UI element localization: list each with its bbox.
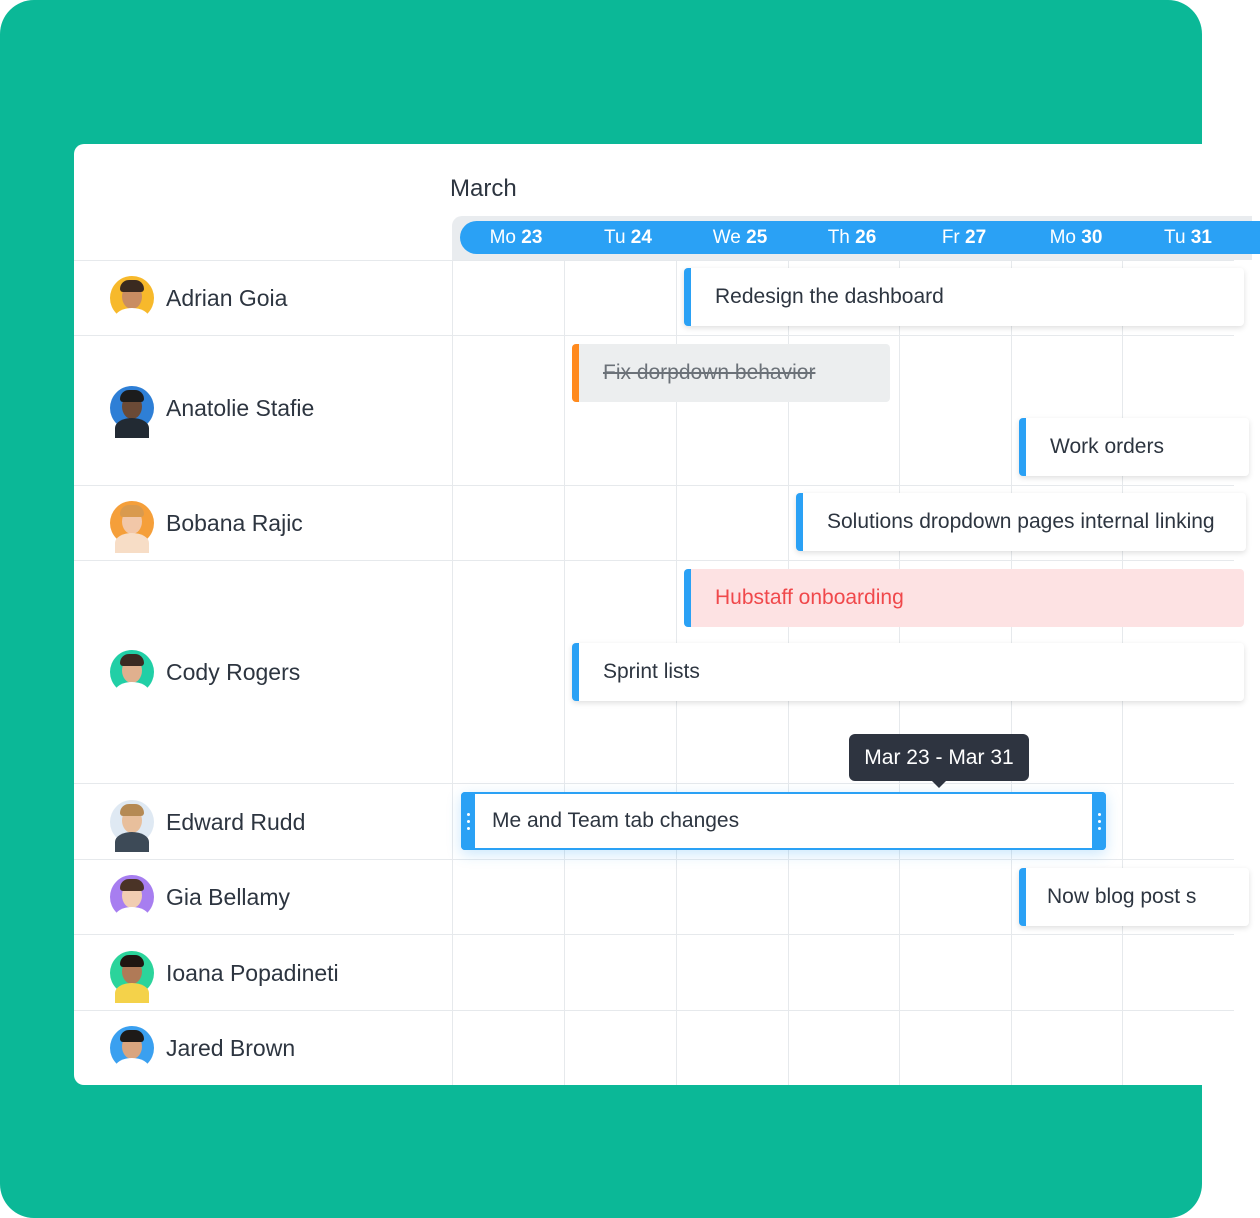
- grid-row-line: [74, 934, 1234, 935]
- task-bar[interactable]: Solutions dropdown pages internal linkin…: [796, 493, 1246, 551]
- day-header-tu-31[interactable]: Tu 31: [1132, 221, 1244, 254]
- avatar: [110, 800, 154, 852]
- avatar: [110, 650, 154, 702]
- person-name: Adrian Goia: [166, 284, 288, 311]
- day-header-mo-23[interactable]: Mo 23: [460, 221, 572, 254]
- person-row-gia-bellamy[interactable]: Gia Bellamy: [110, 874, 290, 927]
- person-name: Cody Rogers: [166, 658, 301, 685]
- grid-row-line: [74, 783, 1234, 784]
- person-row-ioana-popadineti[interactable]: Ioana Popadineti: [110, 950, 339, 1003]
- day-weekday: Tu: [604, 227, 626, 248]
- person-row-cody-rogers[interactable]: Cody Rogers: [110, 649, 301, 702]
- person-row-jared-brown[interactable]: Jared Brown: [110, 1025, 296, 1078]
- day-header-tu-24[interactable]: Tu 24: [572, 221, 684, 254]
- tooltip-arrow: [931, 780, 947, 788]
- grid-row-line: [74, 1010, 1234, 1011]
- task-label: Redesign the dashboard: [715, 285, 944, 308]
- schedule-card: March Mo 23 Tu 24 We 25 Th 26 Fr 27: [74, 144, 1260, 1085]
- day-weekday: Mo: [489, 227, 516, 248]
- day-date: 25: [746, 227, 768, 248]
- task-label: Hubstaff onboarding: [715, 586, 904, 609]
- grid-column-line: [564, 260, 565, 1085]
- task-label: Solutions dropdown pages internal linkin…: [827, 510, 1215, 533]
- day-date: 23: [521, 227, 543, 248]
- person-name: Edward Rudd: [166, 808, 306, 835]
- avatar: [110, 276, 154, 328]
- avatar: [110, 1026, 154, 1078]
- day-date: 30: [1081, 227, 1103, 248]
- day-date: 27: [965, 227, 987, 248]
- person-row-bobana-rajic[interactable]: Bobana Rajic: [110, 500, 303, 553]
- task-label: Now blog post s: [1047, 885, 1197, 908]
- task-label: Fix dorpdown behavior: [603, 361, 816, 384]
- grid-row-line: [74, 335, 1234, 336]
- person-row-anatolie-stafie[interactable]: Anatolie Stafie: [110, 385, 315, 438]
- day-weekday: Tu: [1164, 227, 1186, 248]
- task-bar[interactable]: Work orders: [1019, 418, 1249, 476]
- person-row-edward-rudd[interactable]: Edward Rudd: [110, 799, 306, 852]
- avatar: [110, 951, 154, 1003]
- person-name: Bobana Rajic: [166, 509, 303, 536]
- grid-row-line: [74, 260, 1234, 261]
- grid-column-line: [452, 260, 453, 1085]
- day-header-fr-27[interactable]: Fr 27: [908, 221, 1020, 254]
- person-name: Ioana Popadineti: [166, 959, 339, 986]
- avatar: [110, 501, 154, 553]
- task-label: Sprint lists: [603, 660, 700, 683]
- task-bar[interactable]: Now blog post s: [1019, 868, 1249, 926]
- resize-handle-left[interactable]: [461, 792, 475, 850]
- day-date: 31: [1190, 227, 1212, 248]
- day-weekday: Fr: [941, 227, 960, 248]
- day-weekday: Th: [827, 227, 850, 248]
- person-name: Jared Brown: [166, 1034, 296, 1061]
- resize-handle-right[interactable]: [1092, 792, 1106, 850]
- person-row-adrian-goia[interactable]: Adrian Goia: [110, 275, 288, 328]
- timeline-header: Mo 23 Tu 24 We 25 Th 26 Fr 27 Mo 30: [460, 221, 1260, 254]
- day-header-mo-30[interactable]: Mo 30: [1020, 221, 1132, 254]
- person-name: Gia Bellamy: [166, 883, 290, 910]
- task-label: Me and Team tab changes: [492, 809, 740, 832]
- date-range-tooltip: Mar 23 - Mar 31: [849, 734, 1029, 781]
- task-bar-selected[interactable]: Me and Team tab changes: [461, 792, 1106, 850]
- task-bar-overdue[interactable]: Hubstaff onboarding: [684, 569, 1244, 627]
- task-bar-completed[interactable]: Fix dorpdown behavior: [572, 344, 890, 402]
- day-header-th-26[interactable]: Th 26: [796, 221, 908, 254]
- avatar: [110, 875, 154, 927]
- avatar: [110, 386, 154, 438]
- grid-row-line: [74, 485, 1234, 486]
- task-bar[interactable]: Redesign the dashboard: [684, 268, 1244, 326]
- day-header-we-25[interactable]: We 25: [684, 221, 796, 254]
- task-bar[interactable]: Sprint lists: [572, 643, 1244, 701]
- task-label: Work orders: [1050, 435, 1164, 458]
- day-date: 24: [630, 227, 652, 248]
- grid-row-line: [74, 560, 1234, 561]
- grid-row-line: [74, 859, 1234, 860]
- person-name: Anatolie Stafie: [166, 394, 315, 421]
- day-weekday: We: [712, 227, 741, 248]
- month-title: March: [450, 175, 517, 202]
- day-weekday: Mo: [1049, 227, 1076, 248]
- day-date: 26: [855, 227, 877, 248]
